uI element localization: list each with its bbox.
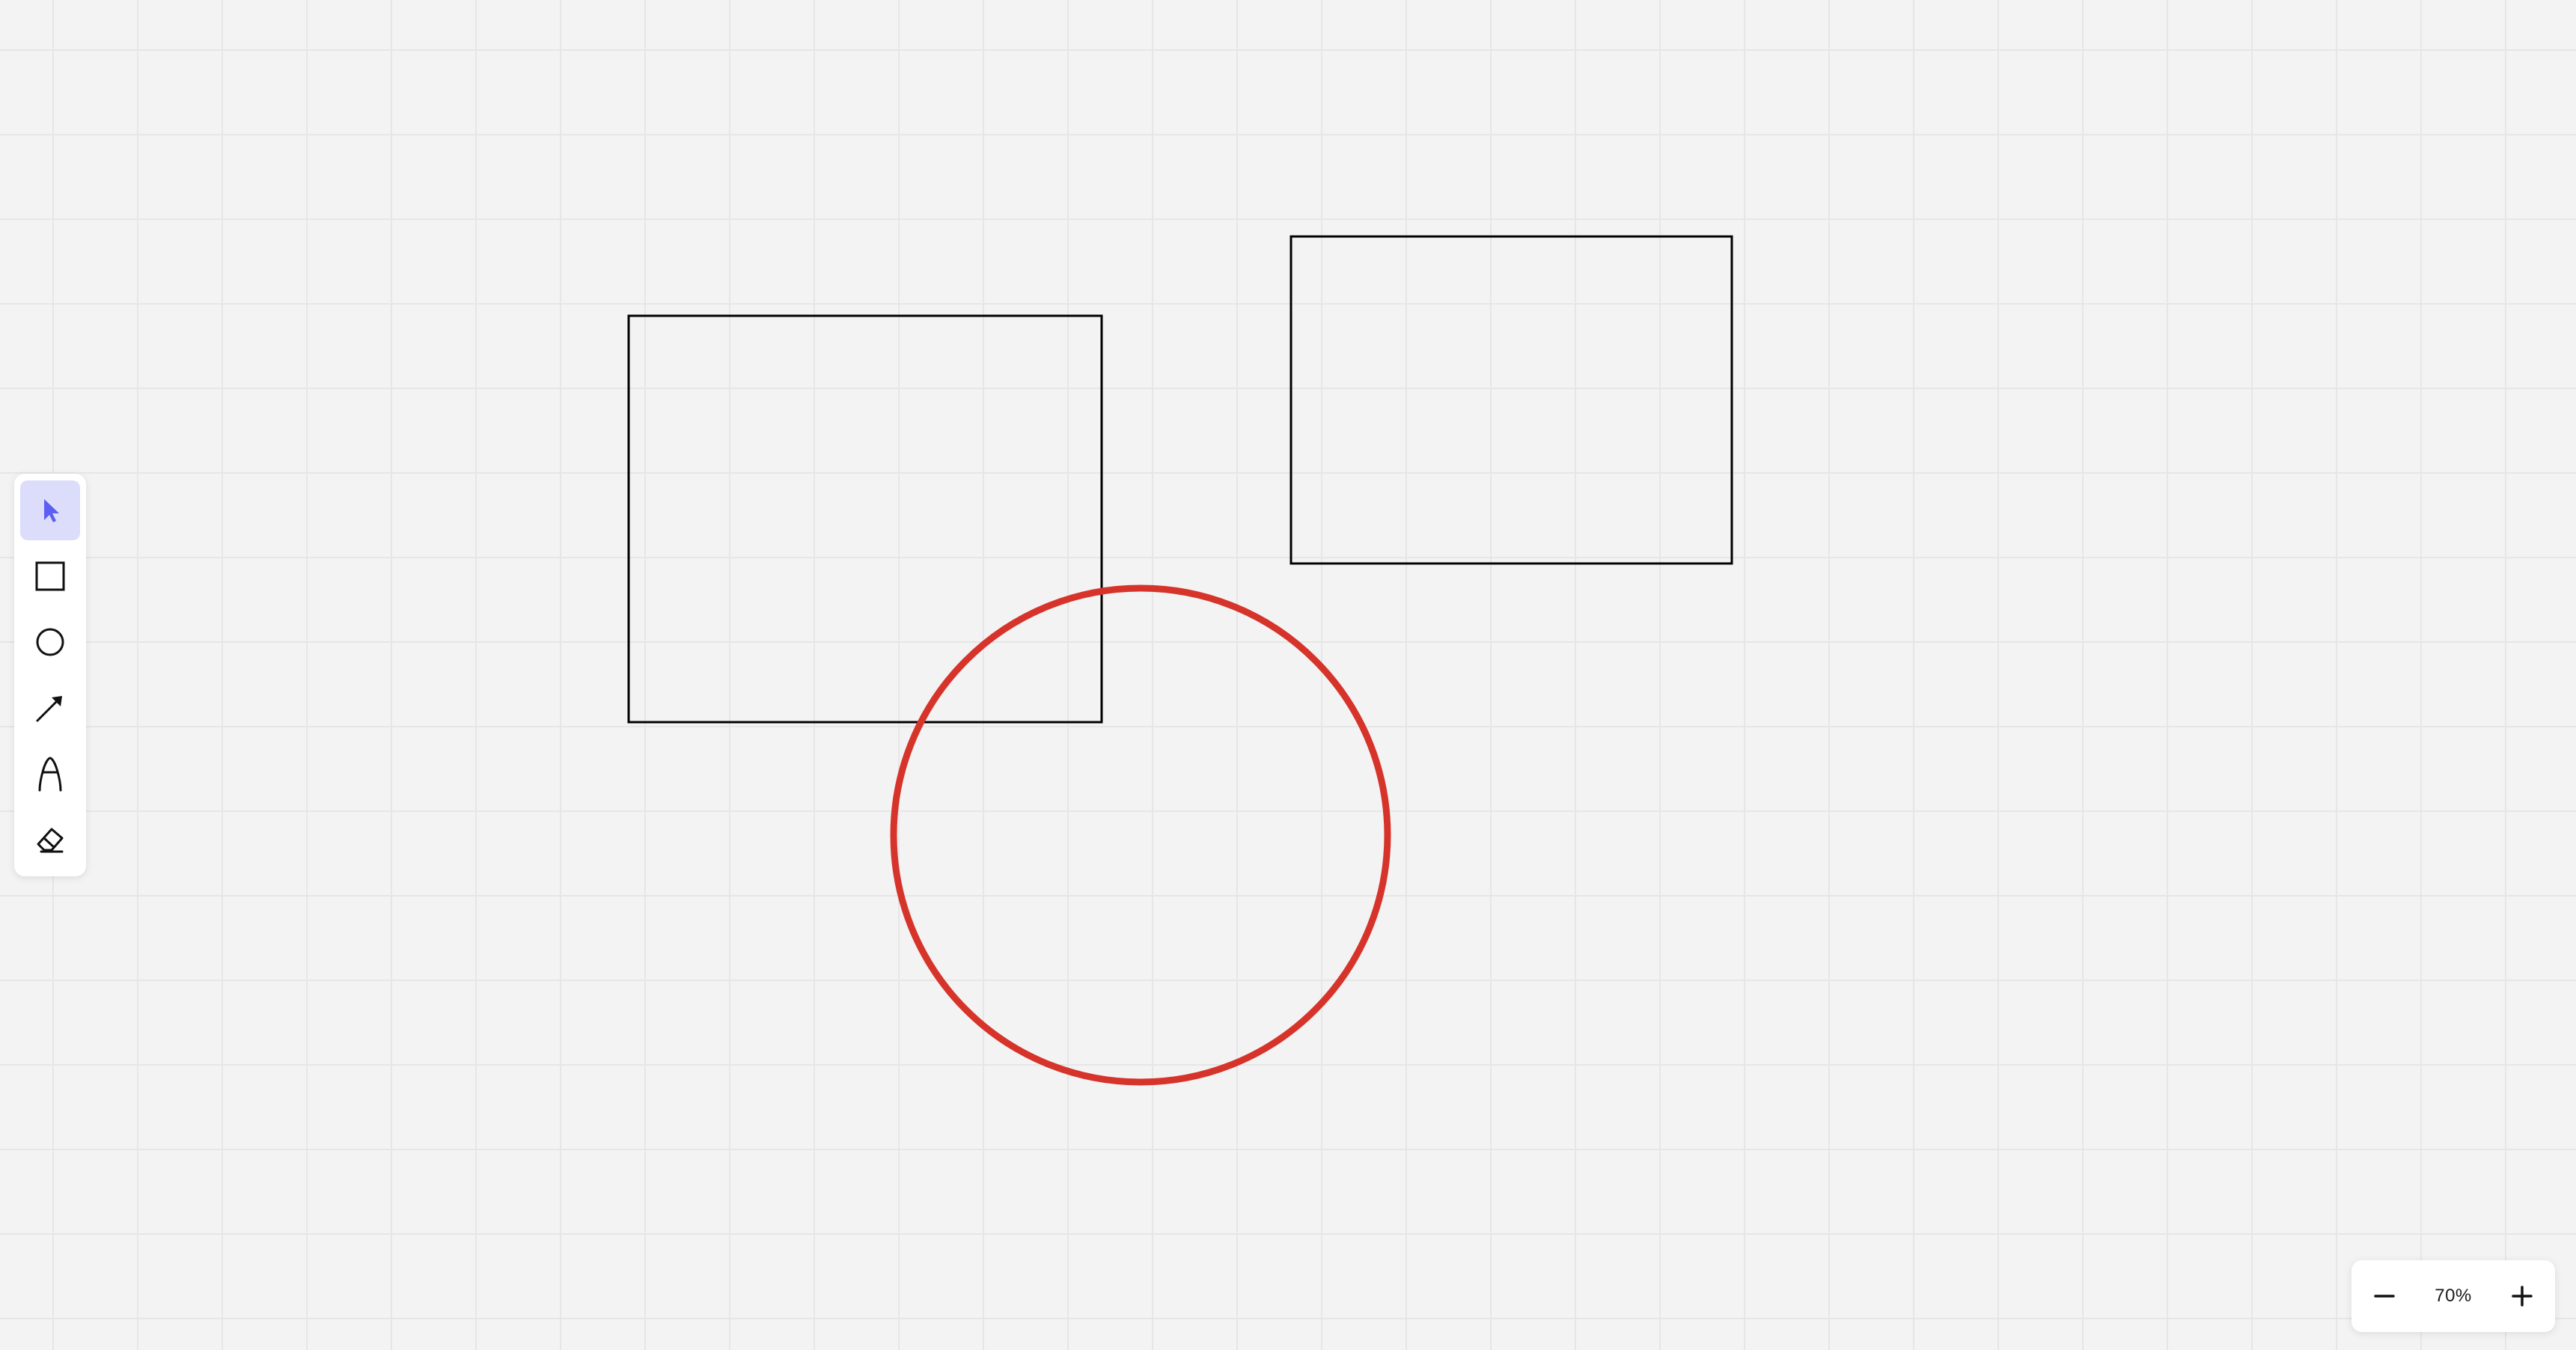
zoom-in-button[interactable] [2500,1274,2545,1319]
pen-icon [38,757,62,792]
rectangle-shape-left[interactable] [627,314,1103,724]
ellipse-shape-red[interactable] [890,584,1391,1086]
rectangle-shape-right[interactable] [1289,235,1733,565]
minus-icon [2374,1295,2395,1298]
plus-icon [2512,1286,2533,1307]
cursor-arrow-icon [44,499,59,522]
square-icon [35,561,65,591]
zoom-level-label: 70% [2435,1286,2472,1306]
eraser-icon [37,828,64,853]
ellipse-tool-button[interactable] [20,612,80,672]
zoom-out-button[interactable] [2362,1274,2407,1319]
draw-tool-button[interactable] [20,744,80,804]
select-tool-button[interactable] [20,480,80,540]
arrow-icon [36,696,62,722]
eraser-tool-button[interactable] [20,810,80,870]
tool-palette [14,474,86,876]
circle-icon [36,628,64,656]
rectangle-tool-button[interactable] [20,546,80,606]
zoom-control: 70% [2351,1260,2555,1332]
arrow-tool-button[interactable] [20,678,80,738]
